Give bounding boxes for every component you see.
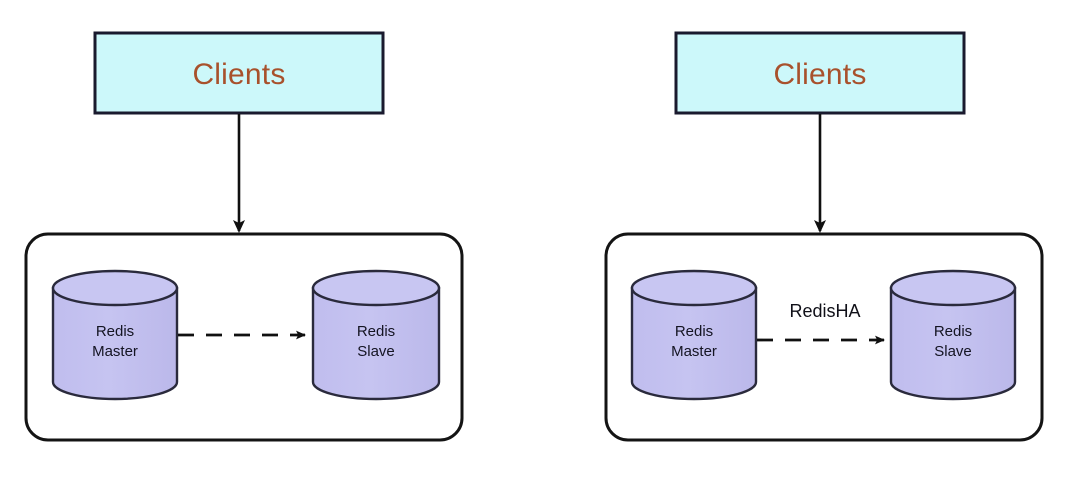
cylinder-top <box>51 269 179 307</box>
db-node-label-line2: Slave <box>934 343 972 360</box>
cylinder-body <box>889 286 1017 401</box>
cylinder-body <box>311 286 441 401</box>
clients-box-label: Clients <box>192 58 285 91</box>
cylinder-body <box>51 286 179 401</box>
cylinder-top <box>311 269 441 307</box>
clients-box-rect <box>93 31 385 115</box>
cylinder-top <box>889 269 1017 307</box>
db-node-label-line1: Redis <box>96 323 134 340</box>
db-node-redis-master-right[interactable]: Redis Master <box>630 269 758 401</box>
replication-edge-label-right: RedisHA <box>789 301 860 321</box>
clients-box-label: Clients <box>773 58 866 91</box>
db-node-redis-slave-left[interactable]: Redis Slave <box>311 269 441 401</box>
db-node-label-line2: Slave <box>357 343 395 360</box>
db-node-label-line1: Redis <box>675 323 713 340</box>
cylinder-body <box>630 286 758 401</box>
db-node-redis-slave-right[interactable]: Redis Slave <box>889 269 1017 401</box>
db-node-label-line1: Redis <box>357 323 395 340</box>
clients-box-right[interactable]: Clients <box>674 31 966 115</box>
clients-box-rect <box>674 31 966 115</box>
clients-box-left[interactable]: Clients <box>93 31 385 115</box>
db-node-redis-master-left[interactable]: Redis Master <box>51 269 179 401</box>
db-node-label-line1: Redis <box>934 323 972 340</box>
db-node-label-line2: Master <box>671 343 717 360</box>
db-node-label-line2: Master <box>92 343 138 360</box>
cylinder-top <box>630 269 758 307</box>
